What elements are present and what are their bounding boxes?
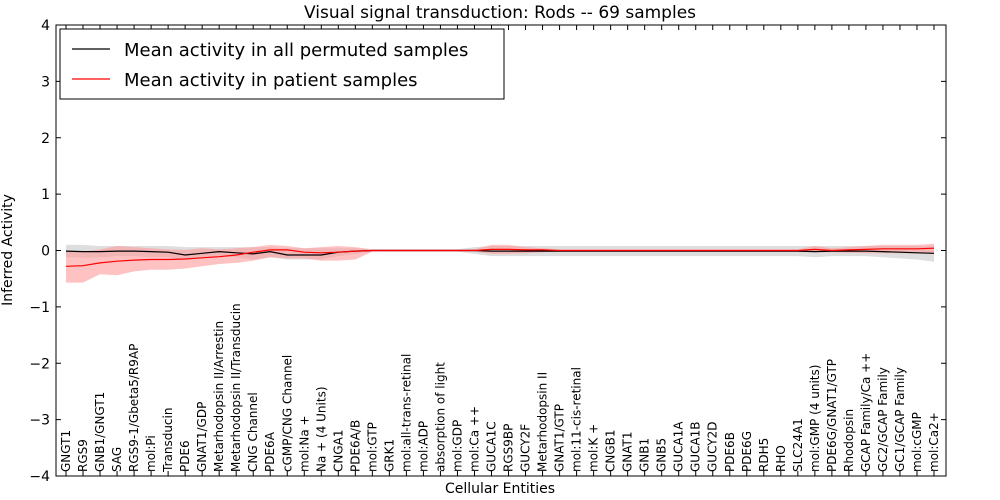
band-series-1 <box>66 243 934 283</box>
x-tick-label-33: GNAT1 <box>621 431 635 472</box>
legend-box <box>59 28 505 100</box>
x-tick-label-22: absorption of light <box>433 362 447 472</box>
y-tick-label-3: −1 <box>29 300 50 316</box>
x-tick-label-50: mol:cGMP <box>910 412 924 472</box>
x-tick-label-43: SLC24A1 <box>791 418 805 472</box>
y-tick-label-7: 3 <box>41 74 50 90</box>
x-tick-label-37: GUCA1B <box>689 421 703 472</box>
x-tick-label-10: Metarhodopsin II/Transducin <box>229 303 243 472</box>
x-tick-label-17: PDE6A/B <box>348 420 362 472</box>
x-tick-label-36: GUCA1A <box>672 421 686 472</box>
x-tick-label-25: GUCA1C <box>485 421 499 472</box>
x-tick-label-19: GRK1 <box>382 439 396 472</box>
x-tick-label-41: RDH5 <box>757 438 771 472</box>
y-tick-label-8: 4 <box>41 18 50 34</box>
x-tick-label-6: Transducin <box>161 408 175 473</box>
y-tick-label-0: −4 <box>29 469 50 485</box>
legend: Mean activity in all permuted samples Me… <box>59 28 505 100</box>
x-tick-label-5: mol:Pi <box>144 435 158 472</box>
x-tick-label-13: cGMP/CNG Channel <box>280 355 294 472</box>
x-tick-label-1: RGS9 <box>76 439 90 472</box>
x-tick-label-16: CNGA1 <box>331 430 345 473</box>
x-tick-label-3: SAG <box>110 447 124 472</box>
x-tick-label-42: RHO <box>774 445 788 472</box>
legend-label-patient: Mean activity in patient samples <box>124 70 418 91</box>
y-tick-label-5: 1 <box>41 187 50 203</box>
legend-label-permuted: Mean activity in all permuted samples <box>124 40 468 61</box>
x-tick-label-30: mol:11-cis-retinal <box>570 367 584 472</box>
x-tick-label-29: GNAT1/GTP <box>553 404 567 472</box>
x-tick-label-18: mol:GTP <box>365 422 379 472</box>
x-tick-label-7: PDE6 <box>178 440 192 472</box>
x-tick-label-4: RGS9-1/Gbeta5/R9AP <box>127 344 141 472</box>
x-tick-label-14: mol:Na + <box>297 415 311 472</box>
y-tick-label-2: −2 <box>29 356 50 372</box>
x-tick-label-0: GNGT1 <box>59 430 73 472</box>
y-tick-label-4: 0 <box>41 244 50 260</box>
x-tick-label-48: GC2/GCAP Family <box>876 367 890 472</box>
x-tick-label-23: mol:GDP <box>451 420 465 472</box>
x-tick-label-15: Na + (4 Units) <box>314 386 328 472</box>
y-tick-label-6: 2 <box>41 131 50 147</box>
y-axis-label: Inferred Activity <box>0 194 16 306</box>
x-tick-label-39: PDE6B <box>723 432 737 472</box>
x-axis-label: Cellular Entities <box>445 481 555 497</box>
x-tick-label-21: mol:ADP <box>416 421 430 472</box>
x-tick-label-26: RGS9BP <box>502 424 516 472</box>
y-tick-label-1: −3 <box>29 413 50 429</box>
x-tick-label-8: GNAT1/GDP <box>195 402 209 472</box>
x-tick-label-11: CNG Channel <box>246 392 260 472</box>
x-tick-label-40: PDE6G <box>740 431 754 472</box>
x-tick-label-32: CNGB1 <box>604 429 618 472</box>
x-tick-label-34: GNB1 <box>638 438 652 472</box>
x-tick-label-47: GCAP Family/Ca ++ <box>859 353 873 472</box>
series-lines <box>65 247 935 267</box>
line-series-1 <box>65 247 935 267</box>
x-tick-label-45: PDE6G/GNAT1/GTP <box>825 359 839 472</box>
x-tick-label-2: GNB1/GNGT1 <box>93 392 107 472</box>
x-tick-label-38: GUCY2D <box>706 422 720 472</box>
x-tick-label-35: GNB5 <box>655 438 669 472</box>
chart-title: Visual signal transduction: Rods -- 69 s… <box>304 3 696 23</box>
y-axis: −4 −3 −2 −1 0 1 2 3 4 <box>29 18 946 485</box>
x-tick-label-12: PDE6A <box>263 431 277 472</box>
x-tick-label-46: Rhodopsin <box>842 409 856 472</box>
x-tick-label-31: mol:K + <box>587 424 601 472</box>
x-tick-label-27: GUCY2F <box>519 424 533 472</box>
x-tick-label-44: mol:GMP (4 units) <box>808 365 822 472</box>
x-tick-label-51: mol:Ca2+ <box>927 412 941 472</box>
x-tick-label-49: GC1/GCAP Family <box>893 367 907 472</box>
x-tick-label-28: Metarhodopsin II <box>536 372 550 472</box>
x-tick-label-24: mol:Ca ++ <box>468 406 482 472</box>
confidence-bands <box>66 243 934 283</box>
x-tick-label-9: Metarhodopsin II/Arrestin <box>212 321 226 472</box>
x-tick-label-20: mol:all-trans-retinal <box>399 354 413 472</box>
